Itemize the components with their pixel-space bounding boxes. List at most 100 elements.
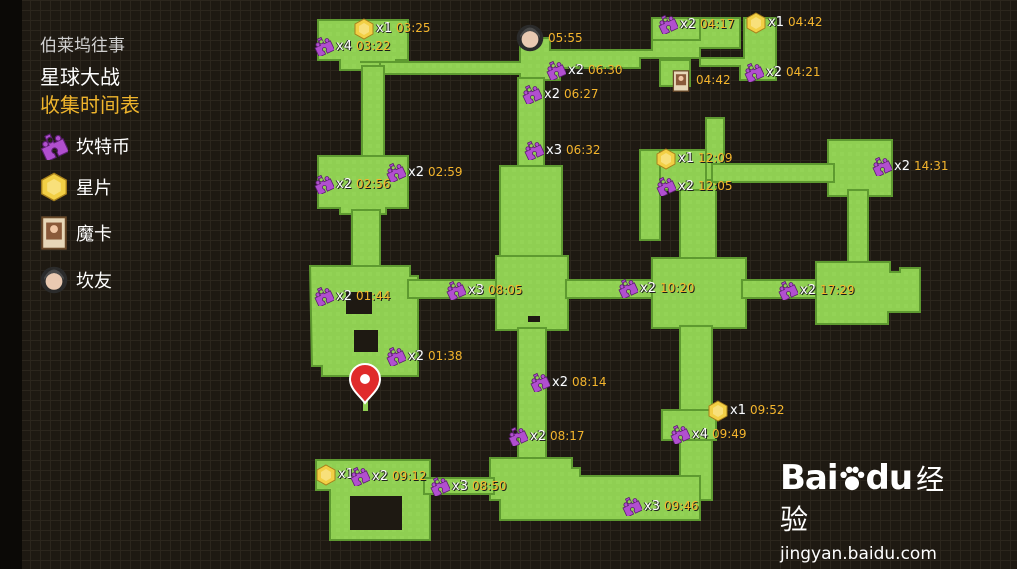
marker-time: 08:14 [571, 375, 607, 389]
watermark-url: jingyan.baidu.com [780, 544, 937, 564]
marker-time: 08:05 [487, 283, 523, 297]
legend-label: 坎特币 [76, 137, 130, 158]
puzzle-coin-icon [524, 140, 546, 162]
marker-time: 09:49 [711, 427, 747, 441]
star-shard-icon [708, 400, 728, 422]
puzzle-coin-icon [872, 156, 894, 178]
marker-count: x2 [336, 288, 352, 304]
legend-item-shard: 星片 [40, 172, 112, 202]
collectible-marker: x1 [316, 464, 354, 486]
map-room [651, 257, 747, 329]
legend-label: 坎友 [76, 271, 112, 292]
marker-time: 06:30 [587, 63, 623, 77]
friend-avatar-icon [40, 266, 68, 294]
marker-count: x2 [894, 158, 910, 174]
marker-count: x2 [568, 62, 584, 78]
marker-time: 02:56 [355, 177, 391, 191]
marker-time: 04:21 [785, 65, 821, 79]
marker-time: 03:25 [395, 21, 431, 35]
marker-time: 10:20 [659, 281, 695, 295]
legend-item-coin: 坎特币 [40, 132, 130, 160]
map-room [489, 457, 701, 521]
map-room [815, 261, 921, 325]
marker-time: 06:32 [565, 143, 601, 157]
puzzle-coin-icon [446, 280, 468, 302]
marker-time: 09:52 [749, 403, 785, 417]
map-room [317, 155, 409, 215]
puzzle-coin-icon [522, 84, 544, 106]
collectible-marker: 04:42 [672, 70, 731, 92]
puzzle-coin-icon [430, 476, 452, 498]
marker-time: 01:44 [355, 289, 391, 303]
puzzle-coin-icon [314, 174, 336, 196]
marker-count: x2 [800, 282, 816, 298]
marker-count: x2 [544, 86, 560, 102]
puzzle-coin-icon [314, 286, 336, 308]
marker-count: x1 [678, 150, 694, 166]
marker-time: 14:31 [913, 159, 949, 173]
marker-time: 08:17 [549, 429, 585, 443]
magic-card-icon [41, 216, 67, 250]
marker-count: x4 [692, 426, 708, 442]
marker-count: x3 [546, 142, 562, 158]
puzzle-coin-icon [386, 162, 408, 184]
marker-time: 04:42 [696, 73, 731, 87]
marker-time: 04:17 [699, 17, 735, 31]
marker-time: 06:27 [563, 87, 599, 101]
marker-count: x3 [468, 282, 484, 298]
star-shard-icon [746, 12, 766, 34]
legend-title-secondary: 收集时间表 [40, 93, 140, 117]
map-room [499, 165, 563, 257]
puzzle-coin-icon [778, 280, 800, 302]
marker-count: x4 [336, 38, 352, 54]
legend-item-card: 魔卡 [40, 216, 112, 250]
marker-count: x2 [530, 428, 546, 444]
map-corridor [351, 209, 381, 269]
star-shard-icon [354, 18, 374, 40]
player-location-pin[interactable] [348, 363, 382, 411]
friend-avatar-icon [516, 24, 544, 52]
legend-title: 星球大战 [40, 65, 120, 89]
marker-count: x2 [408, 348, 424, 364]
marker-time: 04:42 [787, 15, 823, 29]
marker-time: 03:22 [355, 39, 391, 53]
puzzle-coin-icon [508, 426, 530, 448]
paw-icon [838, 465, 866, 493]
puzzle-coin-icon [350, 466, 372, 488]
puzzle-coin-icon [656, 176, 678, 198]
legend-subtitle: 伯莱坞往事 [40, 36, 125, 56]
marker-count: x1 [376, 20, 392, 36]
watermark-brand-suffix: du [865, 458, 914, 498]
map-corridor [711, 163, 835, 183]
legend-item-friend: 坎友 [40, 266, 112, 294]
marker-time: 05:55 [548, 31, 583, 45]
puzzle-coin-icon [622, 496, 644, 518]
marker-time: 09:12 [391, 469, 427, 483]
map-room [495, 255, 569, 331]
marker-time: 17:29 [819, 283, 855, 297]
left-border [0, 0, 22, 569]
legend-label: 星片 [76, 178, 112, 199]
watermark-product: 经验 [780, 463, 945, 536]
map-corridor [361, 65, 385, 157]
